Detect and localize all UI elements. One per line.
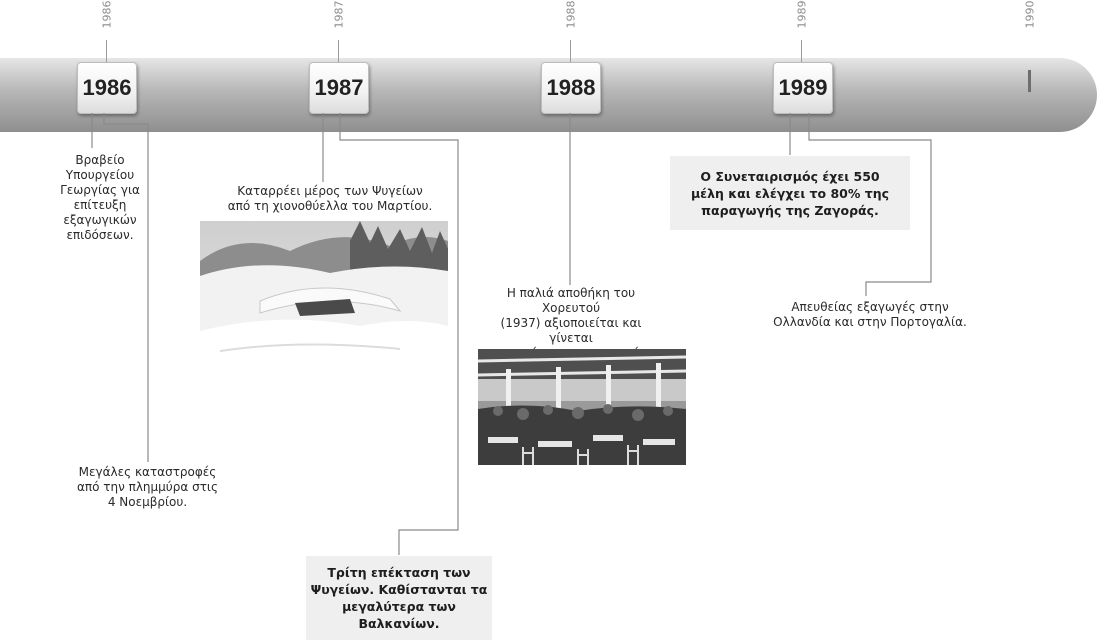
snow-collapse-photo xyxy=(200,221,448,393)
year-box-1988: 1988 xyxy=(541,62,601,114)
event-1986-flood-text: Μεγάλες καταστροφές από την πλημμύρα στι… xyxy=(76,465,219,509)
tick-1989 xyxy=(801,40,802,62)
event-1987-expansion-box: Τρίτη επέκταση των Ψυγείων. Καθίστανται … xyxy=(306,556,492,640)
year-box-1986: 1986 xyxy=(77,62,137,114)
connector-1987-expansion xyxy=(339,113,459,555)
restaurant-terrace-photo xyxy=(478,349,686,465)
event-1987-collapse-text: Καταρρέει μέρος των Ψυγείων από τη χιονο… xyxy=(227,184,433,213)
tick-1986 xyxy=(106,40,107,62)
tick-1987 xyxy=(338,40,339,62)
tick-1990-end-marker xyxy=(1028,70,1031,92)
event-1989-exports-text: Απευθείας εξαγωγές στην Ολλανδία και στη… xyxy=(773,300,967,329)
year-box-1989: 1989 xyxy=(773,62,833,114)
connector-1986-flood xyxy=(103,113,149,462)
event-1989-coop-box: Ο Συνεταιρισμός έχει 550 μέλη και ελέγχε… xyxy=(670,156,910,230)
connector-1989-exports xyxy=(808,113,932,296)
event-1986-award-text: Βραβείο Υπουργείου Γεωργίας για επίτευξη… xyxy=(60,153,140,242)
tick-1988 xyxy=(570,40,571,62)
year-box-1987: 1987 xyxy=(309,62,369,114)
